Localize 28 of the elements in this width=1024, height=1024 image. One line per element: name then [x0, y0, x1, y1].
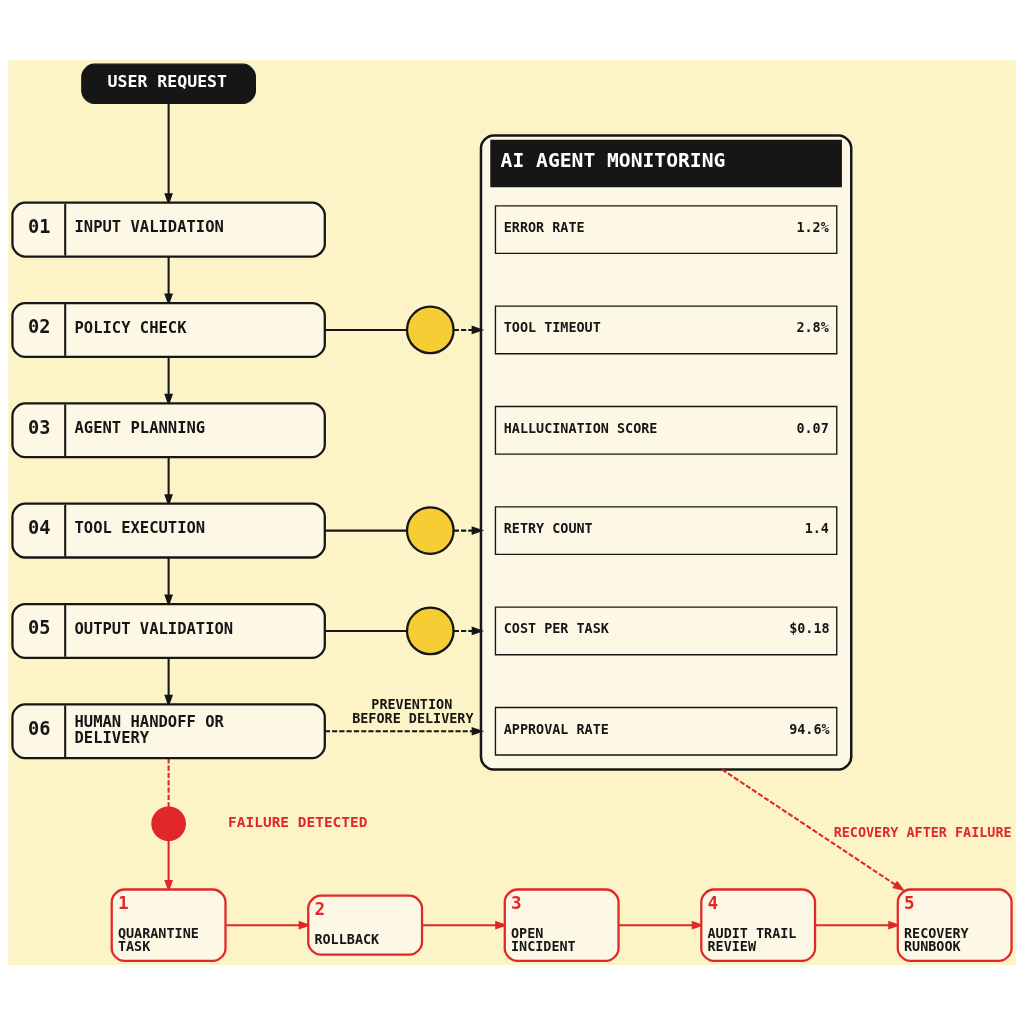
node-box: TOOL TIMEOUT 2.8% [494, 305, 838, 354]
node-circle [405, 305, 455, 354]
node-box: 1 QUARANTINE TASK [110, 887, 227, 962]
node-box: APPROVAL RATE 94.6% [494, 706, 838, 756]
connector [325, 328, 407, 331]
connector [167, 757, 170, 807]
arrow [453, 525, 485, 535]
node-box: 2 ROLLBACK [307, 894, 424, 956]
node-box: ERROR RATE 1.2% [494, 204, 838, 254]
node-circle [405, 606, 455, 655]
node-box: 5 RECOVERY RUNBOOK [896, 887, 1013, 962]
node-label: FAILURE DETECTED [228, 813, 368, 830]
connector [325, 529, 407, 532]
edge-label: PREVENTION BEFORE DELIVERY [352, 696, 474, 726]
arrow [325, 726, 485, 736]
node-box: COST PER TASK $0.18 [494, 605, 838, 655]
node-box: 4 AUDIT TRAIL REVIEW [700, 887, 817, 962]
node-box: USER REQUEST [81, 63, 256, 104]
arrow [453, 325, 485, 334]
node-circle [151, 806, 186, 841]
arrow [453, 626, 485, 635]
connector [325, 629, 407, 632]
node-circle [405, 505, 455, 555]
edge-label: RECOVERY AFTER FAILURE [833, 824, 1012, 840]
node-box: HALLUCINATION SCORE 0.07 [494, 405, 838, 455]
node-box: 3 OPEN INCIDENT [503, 887, 620, 962]
arrow [721, 768, 906, 891]
node-box: RETRY COUNT 1.4 [494, 505, 838, 555]
